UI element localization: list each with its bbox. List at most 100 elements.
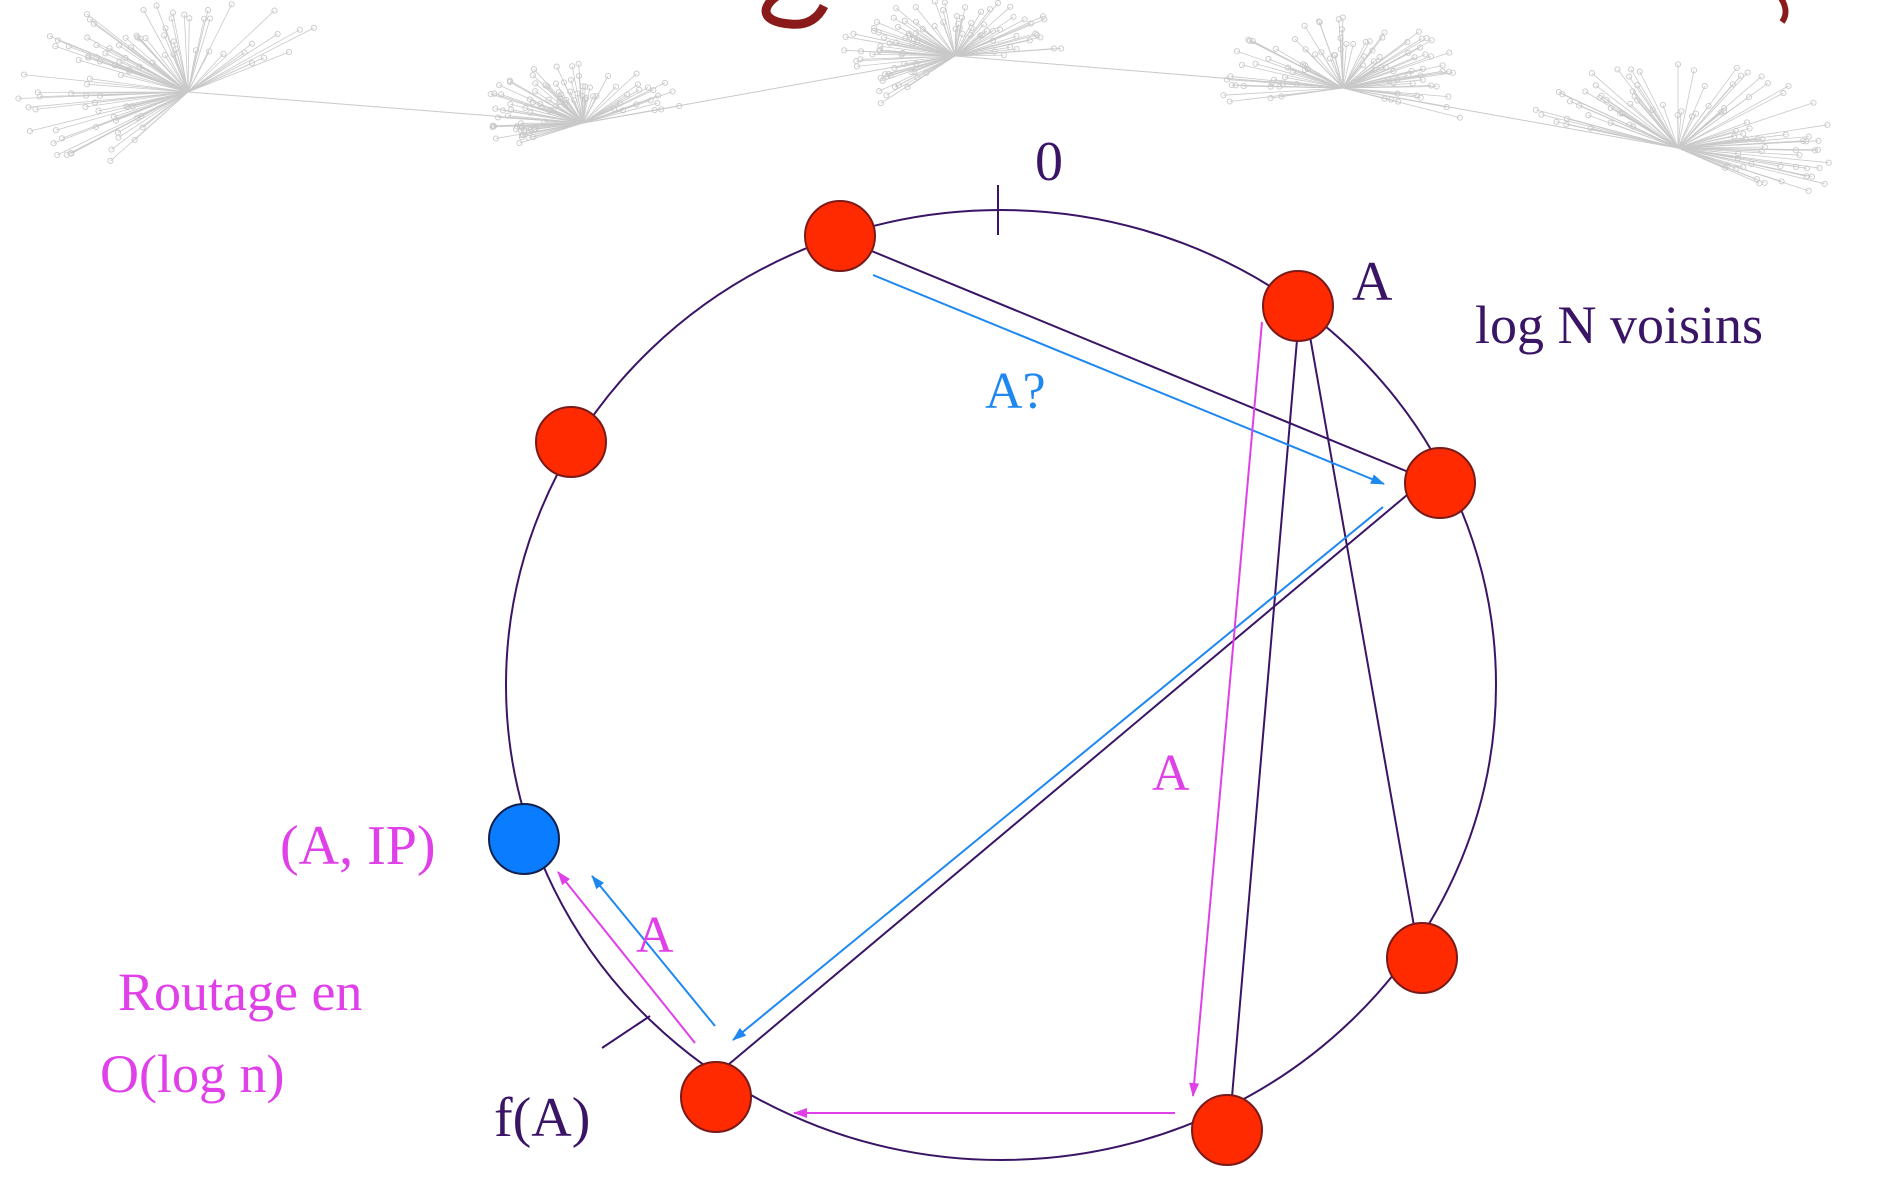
banner-edge: [1677, 147, 1752, 165]
banner-edge: [1610, 107, 1679, 149]
banner-edge: [1677, 111, 1682, 149]
banner-edge: [187, 53, 224, 93]
banner-edge: [1342, 52, 1450, 89]
banner-node: [1381, 29, 1388, 36]
banner-node: [1226, 98, 1233, 105]
banner-edge: [1677, 147, 1782, 182]
banner-edge: [85, 91, 189, 108]
fa-tick: [601, 1015, 651, 1049]
banner-node: [545, 96, 552, 103]
banner-edge: [187, 27, 315, 93]
banner-edge: [581, 96, 584, 124]
query-label: A?: [985, 363, 1046, 420]
banner-node: [1376, 54, 1383, 61]
banner-node: [91, 99, 99, 106]
banner-node: [952, 25, 959, 33]
banner-node: [1449, 69, 1456, 76]
banner-node: [877, 100, 884, 107]
banner-node: [842, 33, 849, 40]
banner-edge: [86, 13, 189, 93]
banner-node: [1626, 121, 1633, 128]
banner-node: [529, 99, 536, 106]
banner-node: [1792, 147, 1799, 154]
banner-node: [644, 84, 652, 91]
banner-edge: [1677, 147, 1796, 151]
banner-node: [1588, 70, 1595, 77]
banner-node: [571, 97, 578, 104]
banner-edge: [1677, 116, 1693, 149]
banner-node: [590, 93, 597, 100]
banner-node: [1224, 76, 1231, 83]
banner-edge: [86, 91, 189, 97]
banner-edge: [87, 83, 189, 93]
banner-edge: [1342, 79, 1423, 89]
banner-node: [1418, 35, 1425, 42]
banner-node: [1265, 55, 1272, 62]
banner-node: [899, 50, 906, 57]
banner-node: [1300, 61, 1307, 68]
banner-node: [544, 83, 551, 90]
banner-node: [1037, 34, 1044, 41]
banner-bridge: [187, 91, 584, 124]
banner-node: [114, 129, 122, 136]
banner-node: [1805, 187, 1812, 194]
banner-node: [1678, 108, 1685, 115]
banner-node: [994, 0, 1002, 7]
banner-node: [1576, 102, 1583, 109]
banner-node: [139, 124, 146, 131]
banner-edge: [1321, 52, 1344, 89]
banner-edge: [172, 12, 189, 93]
banner-node: [1721, 105, 1728, 112]
banner-node: [192, 47, 200, 54]
banner-node: [532, 88, 539, 95]
banner-node: [1316, 19, 1323, 26]
banner-edge: [582, 96, 594, 124]
banner-edge: [1677, 147, 1737, 169]
banner-node: [1445, 93, 1452, 100]
banner-edge: [1556, 121, 1679, 149]
banner-node: [1566, 98, 1574, 105]
banner-node: [1811, 147, 1819, 154]
neighbors-label: log N voisins: [1475, 295, 1763, 355]
banner-node: [490, 123, 498, 130]
banner-node: [52, 43, 59, 50]
banner-node: [1636, 68, 1643, 75]
banner-edge: [1270, 86, 1344, 89]
banner-node: [54, 151, 61, 159]
banner-node: [901, 60, 908, 67]
banner-node: [32, 106, 39, 113]
banner-node: [58, 135, 66, 142]
banner-edge: [28, 91, 189, 108]
banner-node: [979, 32, 986, 39]
banner-node: [1778, 178, 1785, 185]
banner-node: [1315, 18, 1323, 25]
banner-node: [1252, 60, 1259, 67]
banner-edge: [1287, 67, 1344, 89]
banner-edge: [111, 91, 189, 150]
banner-edge: [934, 25, 956, 57]
node-fa: [680, 1061, 752, 1133]
banner-node: [940, 19, 947, 26]
banner-node: [108, 146, 115, 153]
banner-node: [296, 26, 303, 33]
banner-node: [1748, 160, 1755, 167]
banner-node: [1733, 165, 1740, 172]
banner-edge: [942, 9, 956, 57]
banner-node: [661, 79, 668, 86]
banner-node: [1538, 111, 1545, 118]
banner-edge: [895, 7, 956, 57]
banner-node: [1026, 37, 1033, 44]
banner-node: [1272, 45, 1279, 52]
banner-edge: [509, 81, 584, 124]
banner-edge: [893, 17, 956, 57]
banner-edge: [1248, 39, 1344, 89]
banner-edge: [117, 91, 189, 133]
banner-node: [26, 128, 33, 135]
banner-edge: [515, 122, 584, 130]
banner-node: [939, 7, 946, 14]
banner-node: [1803, 165, 1811, 172]
banner-node: [207, 15, 214, 22]
banner-edge: [856, 55, 956, 62]
banner-edge: [954, 28, 956, 57]
banner-node: [285, 49, 293, 56]
